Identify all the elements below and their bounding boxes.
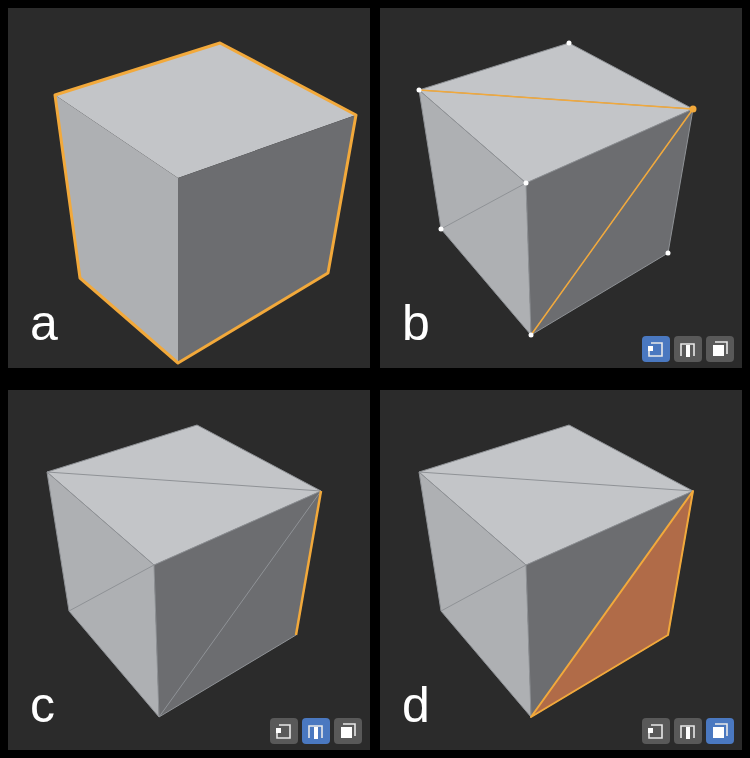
vertex-dot [567,41,572,46]
wireframe [419,425,693,717]
select-mode-button [334,718,362,744]
select-mode-button [706,336,734,362]
wireframe [47,425,321,717]
vertex-dot [666,251,671,256]
panel-letter: d [402,680,430,730]
viewport-panel [380,8,742,368]
vertex-dot [529,333,534,338]
wireframe [419,43,693,335]
select-mode-button [302,718,330,744]
selected-edge [296,491,321,635]
viewport-panel [8,8,370,368]
select-mode-button [674,718,702,744]
viewport-background [8,390,370,750]
viewport-panel [8,390,370,750]
vertex-dot [417,88,422,93]
panel-letter: a [30,298,58,348]
selected-face [531,491,693,717]
cube [55,43,356,363]
select-mode-button [674,336,702,362]
viewport-background [8,8,370,368]
panel-letter: b [402,298,430,348]
vertex-dot [439,227,444,232]
selected-edges [419,90,693,335]
vertex-dot [524,181,529,186]
select-mode-button [642,336,670,362]
viewport-background [380,390,742,750]
cube [47,425,321,717]
selected-vertex [690,106,697,113]
viewport-background [380,8,742,368]
selection-outline [55,43,356,363]
cube [419,425,693,717]
select-mode-button [706,718,734,744]
viewport-panel [380,390,742,750]
panel-letter: c [30,680,55,730]
cube [419,43,693,335]
select-mode-button [270,718,298,744]
select-mode-button [642,718,670,744]
